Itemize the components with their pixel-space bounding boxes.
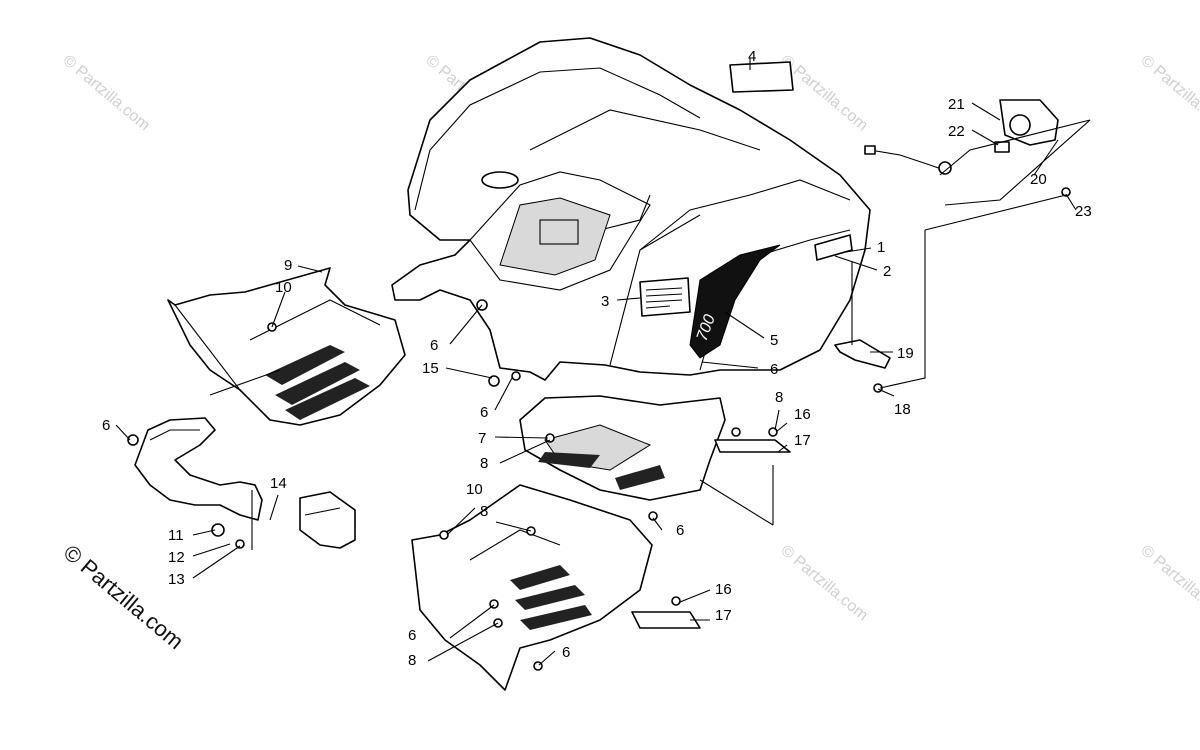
callout-17a: 17 — [794, 432, 811, 449]
bracket — [299, 491, 356, 549]
callout-23: 23 — [1075, 203, 1092, 220]
callout-2: 2 — [883, 263, 891, 280]
latch — [834, 339, 891, 369]
fasteners — [127, 187, 1071, 671]
left-footwell — [167, 267, 406, 426]
callout-4: 4 — [748, 48, 756, 65]
callout-6e: 6 — [676, 522, 684, 539]
tail-light-assembly — [864, 99, 1091, 206]
callout-6a: 6 — [430, 337, 438, 354]
callout-16a: 16 — [794, 406, 811, 423]
callout-6g: 6 — [562, 644, 570, 661]
rear-fender: 700 — [391, 37, 871, 381]
watermark-4: © Partzilla.com — [1137, 52, 1200, 134]
callout-6f: 6 — [408, 627, 416, 644]
watermark-5: © Partzilla.com — [777, 542, 871, 624]
callout-8a: 8 — [775, 389, 783, 406]
callout-9: 9 — [284, 257, 292, 274]
callout-12: 12 — [168, 549, 185, 566]
callouts: 1 2 3 4 5 6 6 6 6 6 6 6 7 8 8 8 8 9 10 1… — [102, 48, 1092, 669]
callout-5: 5 — [770, 332, 778, 349]
lower-footwell — [411, 484, 653, 691]
callout-8c: 8 — [480, 503, 488, 520]
watermark-3: © Partzilla.com — [777, 52, 871, 134]
watermark-1: © Partzilla.com — [59, 52, 153, 134]
callout-16b: 16 — [715, 581, 732, 598]
callout-11: 11 — [168, 527, 184, 544]
callout-17b: 17 — [715, 607, 732, 624]
callout-19: 19 — [897, 345, 914, 362]
callout-14: 14 — [270, 475, 287, 492]
callout-8d: 8 — [408, 652, 416, 669]
callout-18: 18 — [894, 401, 911, 418]
callout-1: 1 — [877, 239, 885, 256]
watermark-6: © Partzilla.com — [1137, 542, 1200, 624]
callout-20: 20 — [1030, 171, 1047, 188]
callout-8b: 8 — [480, 455, 488, 472]
callout-6c: 6 — [480, 404, 488, 421]
callout-22: 22 — [948, 123, 965, 140]
callout-10b: 10 — [466, 481, 483, 498]
step-rails — [631, 439, 791, 629]
callout-15: 15 — [422, 360, 439, 377]
callout-6b: 6 — [770, 361, 778, 378]
callout-13: 13 — [168, 571, 185, 588]
leader-lines — [115, 58, 1077, 666]
callout-6d: 6 — [102, 417, 110, 434]
left-mud-flap — [134, 417, 263, 549]
callout-21: 21 — [948, 96, 965, 113]
callout-10a: 10 — [275, 279, 292, 296]
callout-3: 3 — [601, 293, 609, 310]
center-floor-panel — [519, 395, 726, 501]
callout-7: 7 — [478, 430, 486, 447]
